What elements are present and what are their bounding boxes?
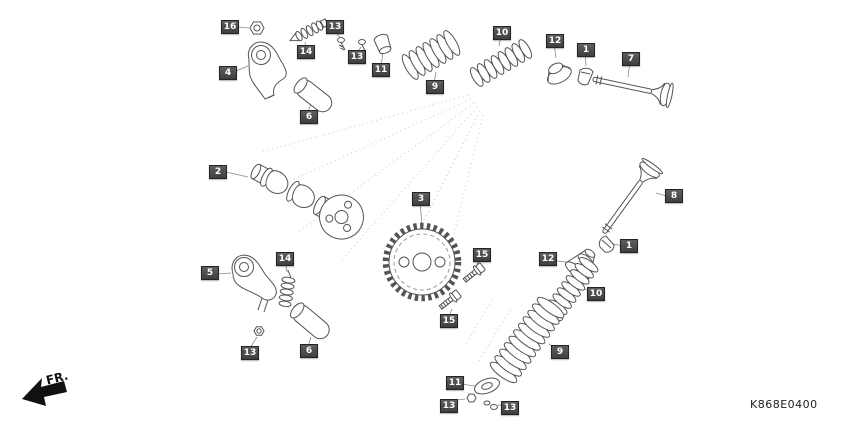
part-label-13-a[interactable]: 13 <box>326 20 344 34</box>
rocker-roller-a-part <box>293 77 333 113</box>
diagram-code: K868E0400 <box>750 398 818 411</box>
part-label-9-a[interactable]: 9 <box>426 80 444 94</box>
part-label-11-b[interactable]: 11 <box>446 376 464 390</box>
pivot-nut-part <box>249 21 265 35</box>
fr-direction-arrow-icon <box>22 378 67 406</box>
part-label-12-b[interactable]: 12 <box>539 252 557 266</box>
part-label-14-a[interactable]: 14 <box>297 45 315 59</box>
outer-valve-spring-a-part <box>401 30 461 80</box>
small-screw-b-part <box>358 39 366 52</box>
part-label-9-b[interactable]: 9 <box>551 345 569 359</box>
part-label-8[interactable]: 8 <box>665 189 683 203</box>
camshaft-part <box>250 163 364 240</box>
part-label-6-b[interactable]: 6 <box>300 344 318 358</box>
rocker-arm-a-part <box>247 41 287 100</box>
lock-nut-part <box>253 326 265 336</box>
tappet-nut-part <box>466 393 477 403</box>
valve-adjusting-screw-part <box>289 18 329 42</box>
part-label-14-b[interactable]: 14 <box>276 252 294 266</box>
valve-a-part <box>592 75 674 109</box>
small-screw-a-part <box>337 37 346 51</box>
part-label-13-c[interactable]: 13 <box>241 346 259 360</box>
part-label-2[interactable]: 2 <box>209 165 227 179</box>
valve-b-part <box>602 158 663 234</box>
spring-seat-part <box>474 377 500 395</box>
valve-seal-a-part <box>373 33 392 55</box>
cam-sprocket-part <box>382 222 462 302</box>
part-label-13-e[interactable]: 13 <box>501 401 519 415</box>
part-label-6-a[interactable]: 6 <box>300 110 318 124</box>
mount-bolt-b-part <box>438 289 462 310</box>
inner-valve-spring-a-part <box>469 39 533 87</box>
part-label-4[interactable]: 4 <box>219 66 237 80</box>
valve-cotter-a-part <box>577 67 594 86</box>
small-clip-part <box>483 400 498 410</box>
part-label-16[interactable]: 16 <box>221 20 239 34</box>
part-label-1-b[interactable]: 1 <box>620 239 638 253</box>
adjuster-spring-part <box>278 269 296 308</box>
part-label-12-a[interactable]: 12 <box>546 34 564 48</box>
part-label-1-a[interactable]: 1 <box>577 43 595 57</box>
part-label-10-a[interactable]: 10 <box>493 26 511 40</box>
part-label-3[interactable]: 3 <box>412 192 430 206</box>
part-label-10-b[interactable]: 10 <box>587 287 605 301</box>
part-label-11-a[interactable]: 11 <box>372 63 390 77</box>
mount-bolt-a-part <box>462 262 486 283</box>
part-label-15-b[interactable]: 15 <box>440 314 458 328</box>
rocker-arm-b-part <box>231 254 277 313</box>
part-label-7[interactable]: 7 <box>622 52 640 66</box>
stipple-texture <box>261 94 511 365</box>
part-label-13-b[interactable]: 13 <box>348 50 366 64</box>
part-label-15-a[interactable]: 15 <box>473 248 491 262</box>
part-label-5[interactable]: 5 <box>201 266 219 280</box>
part-label-13-d[interactable]: 13 <box>440 399 458 413</box>
valve-cotter-b-part <box>598 235 615 253</box>
rocker-roller-b-part <box>289 302 330 340</box>
outer-valve-spring-b-part <box>489 296 565 384</box>
spring-retainer-a-part <box>546 62 572 85</box>
